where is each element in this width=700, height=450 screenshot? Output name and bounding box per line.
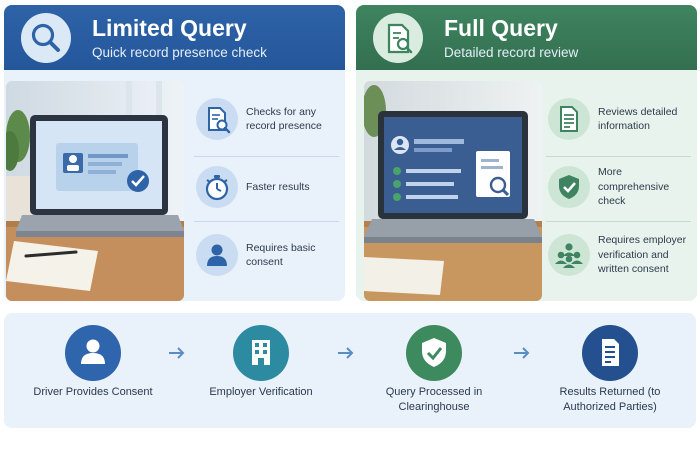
full-feature-1: Reviews detailed information — [546, 89, 694, 149]
full-feature-2-text: More comprehensive check — [598, 166, 670, 208]
step-employer-verification: Employer Verification — [191, 313, 331, 428]
limited-query-subtitle: Quick record presence check — [92, 45, 267, 60]
person-icon — [196, 234, 238, 276]
full-query-subtitle: Detailed record review — [444, 45, 579, 60]
step-label: Query Processed in Clearinghouse — [385, 386, 483, 413]
limited-query-panel: Limited Query Quick record presence chec… — [4, 5, 345, 301]
full-feature-2: More comprehensive check — [546, 157, 694, 217]
limited-feature-2: Faster results — [194, 157, 342, 217]
limited-feature-2-text: Faster results — [246, 180, 310, 193]
step-results-returned: Results Returned (to Authorized Parties) — [540, 313, 680, 428]
document-search-icon — [196, 98, 238, 140]
full-divider-2 — [546, 221, 691, 222]
full-query-panel: Full Query Detailed record review — [356, 5, 697, 301]
magnifier-icon — [21, 13, 71, 63]
full-query-title: Full Query — [444, 15, 558, 41]
shield-check-icon — [548, 166, 590, 208]
limited-divider-1 — [194, 156, 339, 157]
document-icon — [582, 325, 638, 381]
stopwatch-icon — [196, 166, 238, 208]
shield-check-icon — [406, 325, 462, 381]
step-label: Results Returned (to Authorized Parties) — [559, 386, 661, 413]
limited-feature-1: Checks for any record presence — [194, 89, 342, 149]
person-icon — [65, 325, 121, 381]
laptop-photo — [364, 81, 542, 301]
arrow-right-icon — [168, 345, 186, 361]
full-feature-3: Requires employer verification and writt… — [546, 225, 694, 285]
step-label: Driver Provides Consent — [33, 386, 153, 398]
full-divider-1 — [546, 156, 691, 157]
limited-feature-3-text: Requires basic consent — [246, 241, 316, 269]
group-icon — [548, 234, 590, 276]
full-feature-3-text: Requires employer verification and writt… — [598, 234, 687, 276]
limited-feature-1-text: Checks for any record presence — [246, 105, 322, 133]
step-query-processed: Query Processed in Clearinghouse — [364, 313, 504, 428]
full-query-header: Full Query Detailed record review — [356, 5, 697, 70]
step-driver-consent: Driver Provides Consent — [23, 313, 163, 428]
arrow-right-icon — [513, 345, 531, 361]
limited-divider-2 — [194, 221, 339, 222]
step-label: Employer Verification — [209, 386, 313, 398]
limited-query-header: Limited Query Quick record presence chec… — [4, 5, 345, 70]
document-magnifier-icon — [373, 13, 423, 63]
full-feature-1-text: Reviews detailed information — [598, 105, 678, 133]
document-list-icon — [548, 98, 590, 140]
building-icon — [233, 325, 289, 381]
limited-query-title: Limited Query — [92, 15, 247, 41]
limited-feature-3: Requires basic consent — [194, 225, 342, 285]
arrow-right-icon — [337, 345, 355, 361]
laptop-photo — [6, 81, 184, 301]
query-process-flow: Driver Provides Consent Employer Verific… — [4, 313, 696, 428]
